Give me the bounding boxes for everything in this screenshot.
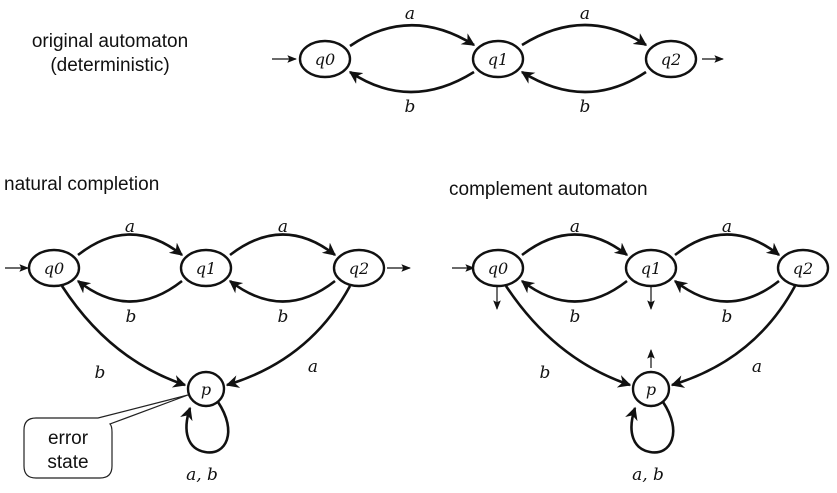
edge-q0-q1-a [349,23,476,48]
edge-q1-q2-a [521,23,648,47]
edge-q1-q2-a [674,233,781,257]
label-a: a [405,4,415,24]
state-label-q0: q0 [315,50,335,69]
state-p [186,370,226,408]
state-label-q0: q0 [44,259,64,278]
state-p [631,370,671,408]
state-label-q2: q2 [349,259,369,278]
label-loop-ab: a, b [632,465,664,485]
label-b: b [580,97,591,117]
state-q1 [179,248,233,288]
caption-original-automaton: original automaton (deterministic) [0,30,220,78]
state-label-p: p [646,380,656,399]
edge-q0-q1-a [521,233,629,257]
edge-q0-p-b [60,285,187,388]
state-q2 [332,248,386,288]
caption-natural-completion: natural completion [4,174,160,195]
label-a: a [570,217,580,237]
label-b: b [722,307,733,327]
edge-q2-q1-b [520,70,647,94]
edge-q1-q0-b [76,279,183,303]
label-b: b [540,363,551,383]
label-a: a [125,217,135,237]
state-q1 [471,39,525,79]
state-label-q2: q2 [661,50,681,69]
edge-p-loop [180,401,230,454]
label-b: b [278,307,289,327]
edge-q0-p-b [504,285,632,388]
state-label-q2: q2 [793,259,813,278]
natural-completion-automaton: a a b b b a a, b q0 q1 q2 p error state [5,217,411,485]
edge-q1-q0-b [520,279,628,303]
state-label-q1: q1 [488,50,508,69]
label-a: a [752,357,762,377]
label-b: b [126,307,137,327]
label-b: b [405,97,416,117]
state-q0 [471,248,525,288]
label-b: b [570,307,581,327]
edge-q2-q1-b [673,279,780,303]
edge-q1-q0-b [348,70,475,94]
label-a: a [308,357,318,377]
state-label-q0: q0 [488,259,508,278]
label-a: a [278,217,288,237]
edge-q0-q1-a [77,233,184,257]
state-label-q1: q1 [196,259,216,278]
state-q2 [644,39,698,79]
callout-text-line1: error [48,428,89,449]
original-automaton: a a b b q0 q1 q2 [272,4,724,117]
edge-q2-p-a [670,285,797,388]
label-loop-ab: a, b [186,465,218,485]
state-label-q1: q1 [641,259,661,278]
edge-p-loop [625,401,675,454]
state-label-p: p [201,380,211,399]
caption-complement-automaton: complement automaton [449,179,648,200]
state-q2 [776,248,830,288]
state-q0 [27,248,81,288]
callout-text-line2: state [47,452,88,473]
complement-automaton: a a b b b a a, b q0 q1 q2 p [452,217,830,485]
label-a: a [580,4,590,24]
state-q0 [298,39,352,79]
edge-q1-q2-a [229,233,337,257]
edge-q2-q1-b [228,279,336,303]
edge-q2-p-a [225,285,352,388]
label-b: b [95,363,106,383]
caption-original-line2: (deterministic) [50,55,170,76]
state-q1 [624,248,678,288]
caption-original-line1: original automaton [31,31,189,52]
label-a: a [722,217,732,237]
error-state-callout [23,394,189,479]
